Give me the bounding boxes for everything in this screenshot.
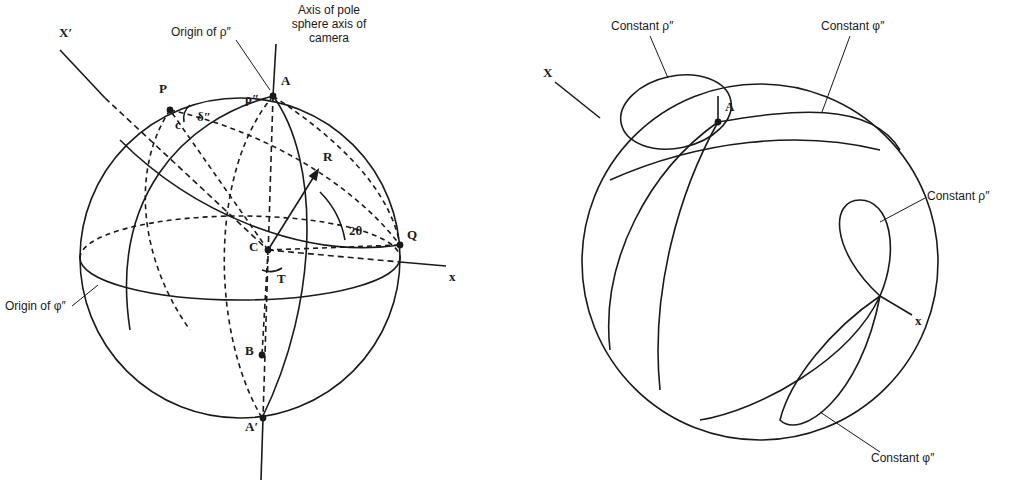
great-circle [127, 96, 273, 330]
reflected-ray [268, 170, 318, 250]
great-circle-back [273, 96, 400, 245]
point [167, 107, 172, 112]
x-prime-axis [105, 98, 268, 250]
point-label: A [724, 100, 735, 115]
camera-axis [263, 96, 273, 418]
point-label: P [158, 82, 168, 97]
angle-label: 2θ [348, 224, 363, 239]
x-axis [400, 262, 446, 266]
leader-line [236, 40, 270, 90]
point [715, 119, 720, 124]
x-axis [268, 250, 400, 262]
curve-note: Constant φ″ [820, 20, 885, 34]
constant-phi-curve [780, 296, 880, 425]
pole-sphere [582, 84, 938, 440]
axis-note: Axis of pole sphere axis of camera [280, 4, 378, 45]
leader-line [822, 36, 850, 112]
camera-axis [261, 418, 263, 480]
constant-rho-curve [840, 200, 891, 296]
constant-phi-curve [700, 296, 880, 420]
meridian [262, 96, 307, 418]
point-label: A [280, 74, 291, 89]
origin-note: Origin of ρ″ [170, 26, 232, 40]
angle-arc [262, 268, 282, 272]
constant-phi-curve [658, 122, 718, 390]
axis-label: x [448, 270, 457, 285]
point [260, 415, 265, 420]
point [397, 242, 402, 247]
camera-axis [273, 44, 276, 96]
point [265, 247, 270, 252]
constant-phi-curve [718, 112, 900, 150]
constant-phi-curve [610, 140, 880, 180]
point-label: C [248, 240, 259, 255]
x-prime-axis [60, 50, 105, 98]
angle-arc [320, 192, 345, 240]
point-label: Q [406, 228, 418, 243]
great-circle-back [145, 110, 190, 330]
constant-rho-curve [614, 65, 739, 159]
axis-label: x [914, 314, 923, 329]
curve-note: Constant ρ″ [926, 190, 990, 204]
origin-note: Origin of φ″ [4, 300, 67, 314]
great-circle-back [170, 110, 400, 245]
point [259, 352, 264, 357]
angle-label: δ″ [196, 110, 212, 125]
point-label: B [244, 344, 255, 359]
pole-line [170, 110, 268, 250]
point-label: A′ [244, 420, 259, 435]
leader-line [72, 285, 98, 306]
angle-label: T [276, 272, 287, 287]
angle-arc [184, 105, 190, 122]
equator-back [80, 216, 400, 258]
leader-line [650, 36, 668, 78]
arrow-head [310, 170, 318, 180]
great-circle [120, 140, 400, 248]
point [270, 93, 275, 98]
leader-line [880, 198, 925, 222]
leader-line [820, 412, 880, 452]
axis-label: X′ [58, 26, 73, 41]
pole-line [262, 250, 268, 355]
curve-note: Constant φ″ [870, 452, 935, 466]
angle-label: ρ″ [244, 92, 260, 107]
x-axis [880, 296, 912, 315]
curve-note: Constant ρ″ [610, 20, 674, 34]
x-axis [555, 82, 600, 118]
point-label: R [322, 150, 333, 165]
point-label: c [174, 118, 182, 133]
meridian-back [224, 96, 273, 418]
pole-line [268, 245, 400, 250]
axis-label: X [542, 66, 553, 81]
